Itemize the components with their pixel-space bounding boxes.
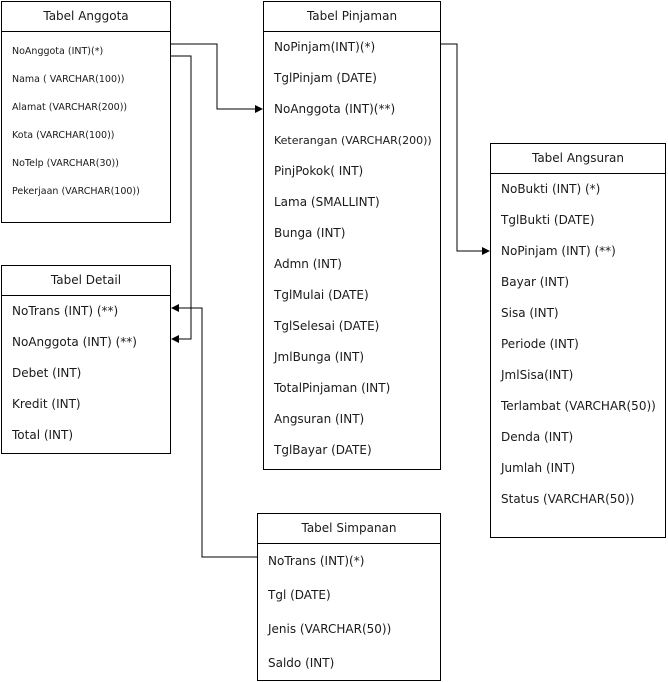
- entity-title: Tabel Anggota: [2, 2, 170, 32]
- field: TglPinjam (DATE): [274, 71, 377, 85]
- field: Jenis (VARCHAR(50)): [268, 622, 392, 636]
- field-list: NoBukti (INT) (*) TglBukti (DATE) NoPinj…: [491, 174, 665, 515]
- entity-title: Tabel Detail: [2, 266, 170, 296]
- field: TotalPinjaman (INT): [274, 381, 391, 395]
- field: Alamat (VARCHAR(200)): [12, 102, 128, 113]
- field: Saldo (INT): [268, 656, 335, 670]
- field: Periode (INT): [501, 337, 579, 351]
- entity-anggota: Tabel Anggota NoAnggota (INT)(*) Nama ( …: [1, 1, 171, 223]
- entity-pinjaman: Tabel Pinjaman NoPinjam(INT)(*) TglPinja…: [263, 1, 441, 470]
- field-list: NoPinjam(INT)(*) TglPinjam (DATE) NoAngg…: [264, 32, 440, 466]
- field: Angsuran (INT): [274, 412, 365, 426]
- field: Keterangan (VARCHAR(200)): [274, 134, 432, 147]
- field: TglBayar (DATE): [274, 443, 372, 457]
- field: TglSelesai (DATE): [274, 319, 380, 333]
- field: Jumlah (INT): [501, 461, 576, 475]
- field: NoTrans (INT)(*): [268, 554, 365, 568]
- field-list: NoAnggota (INT)(*) Nama ( VARCHAR(100)) …: [2, 32, 170, 206]
- field: JmlBunga (INT): [274, 350, 364, 364]
- field: Bayar (INT): [501, 275, 569, 289]
- entity-detail: Tabel Detail NoTrans (INT) (**) NoAnggot…: [1, 265, 171, 454]
- field: NoTrans (INT) (**): [12, 304, 119, 318]
- field: Terlambat (VARCHAR(50)): [501, 399, 656, 413]
- field: Total (INT): [12, 428, 74, 442]
- field: Bunga (INT): [274, 226, 346, 240]
- field: Nama ( VARCHAR(100)): [12, 74, 125, 85]
- entity-title: Tabel Simpanan: [258, 514, 440, 544]
- link-simpanan-detail: [171, 304, 257, 558]
- field: Kota (VARCHAR(100)): [12, 130, 115, 141]
- field: NoTelp (VARCHAR(30)): [12, 158, 119, 169]
- link-anggota-detail: [171, 55, 192, 343]
- field: NoAnggota (INT) (**): [12, 335, 137, 349]
- field: Debet (INT): [12, 366, 82, 380]
- field: JmlSisa(INT): [501, 368, 574, 382]
- field: Denda (INT): [501, 430, 574, 444]
- field: Lama (SMALLINT): [274, 195, 380, 209]
- entity-title: Tabel Pinjaman: [264, 2, 440, 32]
- field-list: NoTrans (INT)(*) Tgl (DATE) Jenis (VARCH…: [258, 544, 440, 680]
- field-list: NoTrans (INT) (**) NoAnggota (INT) (**) …: [2, 296, 170, 451]
- field: Kredit (INT): [12, 397, 81, 411]
- field: NoPinjam(INT)(*): [274, 40, 376, 54]
- field: Status (VARCHAR(50)): [501, 492, 635, 506]
- field: NoAnggota (INT)(**): [274, 102, 396, 116]
- field: Pekerjaan (VARCHAR(100)): [12, 186, 140, 197]
- field: PinjPokok( INT): [274, 164, 364, 178]
- entity-angsuran: Tabel Angsuran NoBukti (INT) (*) TglBukt…: [490, 143, 666, 538]
- link-anggota-pinjaman: [171, 43, 263, 113]
- field: TglBukti (DATE): [501, 213, 595, 227]
- field: NoPinjam (INT) (**): [501, 244, 616, 258]
- field: Tgl (DATE): [268, 588, 331, 602]
- field: Sisa (INT): [501, 306, 559, 320]
- field: NoBukti (INT) (*): [501, 182, 601, 196]
- field: NoAnggota (INT)(*): [12, 46, 104, 57]
- entity-title: Tabel Angsuran: [491, 144, 665, 174]
- link-pinjaman-angsuran: [441, 43, 490, 255]
- entity-simpanan: Tabel Simpanan NoTrans (INT)(*) Tgl (DAT…: [257, 513, 441, 681]
- field: Admn (INT): [274, 257, 342, 271]
- field: TglMulai (DATE): [274, 288, 369, 302]
